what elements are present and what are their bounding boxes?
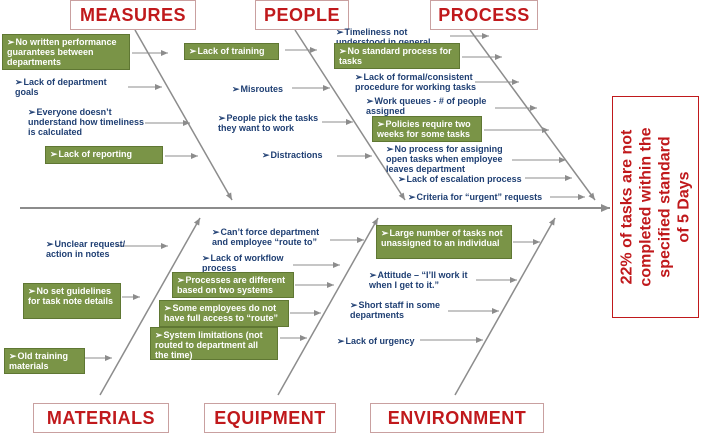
cause-equipment-1: ➢Can’t force department and employee “ro… — [212, 227, 320, 247]
cause-process-4: ➢Work queues - # of people assigned — [366, 96, 487, 116]
cause-environment-4: ➢Lack of urgency — [337, 336, 415, 346]
effect-line: 22% of tasks are not — [618, 129, 636, 285]
materials-bone — [99, 217, 201, 396]
cause-equipment-3: ➢Processes are different based on two sy… — [172, 272, 294, 298]
cause-process-3: ➢Lack of formal/consistent procedure for… — [355, 72, 477, 92]
cause-process-1: ➢Timeliness not understood in general — [336, 27, 431, 47]
category-equipment: EQUIPMENT — [204, 403, 336, 433]
effect-line: of 5 Days — [675, 171, 693, 243]
cause-people-3: ➢People pick the tasks they want to work — [218, 113, 319, 133]
effect-statement: 22% of tasks are not completed within th… — [618, 127, 694, 286]
people-bone — [294, 29, 406, 201]
cause-equipment-2: ➢Lack of workflow process — [202, 253, 284, 273]
cause-process-8: ➢Criteria for “urgent” requests — [408, 192, 543, 202]
equipment-bone — [277, 217, 379, 396]
category-people: PEOPLE — [255, 0, 349, 30]
cause-measures-1: ➢No written performance guarantees betwe… — [2, 34, 130, 70]
cause-people-2: ➢Misroutes — [232, 84, 284, 94]
cause-environment-1: ➢Large number of tasks not unassigned to… — [376, 225, 512, 259]
process-bone — [469, 29, 596, 201]
cause-process-5: ➢Policies require two weeks for some tas… — [372, 116, 482, 142]
environment-bone — [454, 217, 556, 396]
cause-environment-3: ➢Short staff in some departments — [350, 300, 441, 320]
cause-equipment-5: ➢System limitations (not routed to depar… — [150, 327, 278, 360]
cause-process-6: ➢No process for assigning open tasks whe… — [386, 144, 503, 174]
measures-bone — [134, 29, 233, 201]
cause-environment-2: ➢Attitude – “I’ll work it when I get to … — [369, 270, 468, 290]
cause-materials-3: ➢Old training materials — [4, 348, 85, 374]
cause-materials-2: ➢No set guidelines for task note details — [23, 283, 121, 319]
cause-measures-3: ➢Everyone doesn’t understand how timelin… — [28, 107, 145, 137]
cause-measures-2: ➢Lack of department goals — [15, 77, 107, 97]
category-materials: MATERIALS — [33, 403, 169, 433]
cause-people-4: ➢Distractions — [262, 150, 323, 160]
cause-materials-1: ➢Unclear request/ action in notes — [46, 239, 126, 259]
cause-people-1: ➢Lack of training — [184, 43, 279, 60]
category-measures: MEASURES — [70, 0, 196, 30]
cause-process-7: ➢Lack of escalation process — [398, 174, 522, 184]
cause-process-2: ➢No standard process for tasks — [334, 43, 460, 69]
cause-measures-4: ➢Lack of reporting — [45, 146, 163, 164]
effect-box: 22% of tasks are not completed within th… — [612, 96, 699, 318]
effect-line: specified standard — [656, 136, 674, 278]
category-process: PROCESS — [430, 0, 538, 30]
cause-equipment-4: ➢Some employees do not have full access … — [159, 300, 289, 327]
effect-line: completed within the — [637, 127, 655, 287]
category-environment: ENVIRONMENT — [370, 403, 544, 433]
